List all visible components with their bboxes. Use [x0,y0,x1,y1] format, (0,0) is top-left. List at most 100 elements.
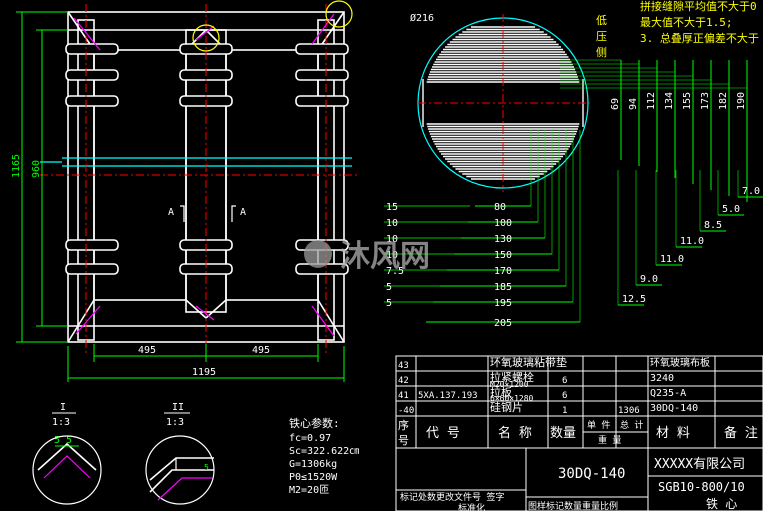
vdim-6: 182 [718,92,729,110]
stack-height-1: 10 [386,218,398,229]
row-no-0: 43 [398,361,409,371]
vdim-2: 112 [646,92,657,110]
watermark-logo-icon [304,240,332,268]
step-dim-1: 5.0 [722,204,740,215]
stack-height-6: 5 [386,298,392,309]
hdr-qty: 数量 [550,426,576,441]
row-material-1: 3240 [650,373,674,384]
parts-table [395,355,763,449]
side-label-3: 侧 [596,46,607,59]
width-dim-3: 150 [494,250,512,261]
vdim-3: 134 [664,92,675,110]
width-dim-0: 80 [494,202,506,213]
row-name-1: 拉紧螺栓 [490,370,534,384]
width-dim-5: 185 [494,282,512,293]
stack-height-3: 10 [386,250,398,261]
detail-2-label: II [172,402,184,413]
section-mark-right: A [240,207,246,218]
stack-height-5: 5 [386,282,392,293]
param-line-2: G=1306kg [289,459,337,470]
tie-bars [40,157,352,167]
parts-table-header: 序 号 代 号 名 称 数量 单 件 总 计 重 量 材 料 备 注 [398,418,758,447]
detail-I: I 1:3 5 5 [32,402,102,505]
side-label-2: 压 [596,30,607,43]
technical-notes: 拼接缝隙平均值不大于0 最大值不大于1.5; 3. 总叠厚正偏差不大于 [640,0,759,45]
part-name: 铁 心 [706,497,737,511]
param-line-1: Sc=322.622㎝ [289,446,359,457]
row-qty-3: 1 [562,406,567,416]
row-no-1: 42 [398,376,409,386]
sub-label-42: M20×1200 [490,380,529,389]
detail-marker-circle-1 [192,24,220,52]
hdr-material: 材 料 [656,426,690,441]
model-number: SGB10-800/10 [658,480,745,494]
section-markers [180,205,236,222]
row-qty-2: 6 [562,391,567,401]
row-no-3: -40 [398,406,414,416]
left-dimensions [16,11,345,382]
material-spec: 30DQ-140 [558,466,625,482]
row-name-3: 硅钢片 [490,401,523,414]
diameter-label: Ø216 [410,12,434,24]
step-dim-5: 9.0 [640,274,658,285]
param-line-3: P0≤1520W [289,472,338,483]
hdr-code: 代 号 [426,426,460,441]
clamp-bars [65,43,349,275]
hdr-remark: 备 注 [724,425,758,441]
width-dim-2: 130 [494,234,512,245]
detail-1-scale: 1:3 [52,417,70,428]
width-dim-7: 205 [494,318,512,329]
hdr-no-1: 序 [398,418,409,432]
detail-II: II 1:3 5 [145,402,215,505]
dim-495-right: 495 [252,345,270,356]
title-block [395,447,763,511]
row-name-0: 环氧玻璃粘带垫 [490,355,567,369]
step-dim-0: 7.0 [742,186,760,197]
dim-1165: 1165 [11,154,22,178]
note-line-2: 3. 总叠厚正偏差不大于 [640,31,759,45]
dim-495-left: 495 [138,345,156,356]
row-material-2: Q235-A [650,388,686,399]
step-dimensions: 7.05.08.511.011.09.012.5 [617,170,763,306]
vdim-7: 190 [736,92,747,110]
vdim-1: 94 [628,98,639,110]
hdr-total: 总 计 [620,419,643,431]
vdim-5: 173 [700,92,711,110]
row-name-2: 拉板 [490,385,512,399]
note-line-0: 拼接缝隙平均值不大于0 [640,0,757,13]
footer-3: 图样标记数量重量比例 [528,500,618,511]
stack-height-2: 10 [386,234,398,245]
vdim-4: 155 [682,92,693,110]
dim-1195: 1195 [192,367,216,378]
width-dim-6: 195 [494,298,512,309]
sub-label-41: 6×60×1280 [490,394,534,403]
detail-2-dim: 5 [204,463,209,472]
watermark: 沐风网 [304,239,430,274]
step-dim-4: 11.0 [660,254,684,265]
param-line-4: M2=20匝 [289,484,329,496]
detail-1-dim: 5 5 [54,435,72,446]
detail-marker-circle-2 [325,0,353,28]
detail-2-scale: 1:3 [166,417,184,428]
row-no-2: 41 [398,391,409,401]
parts-table-rows: 43 环氧玻璃粘带垫 环氧玻璃布板 42 拉紧螺栓 6 3240 41 5XA.137.193 拉… [398,355,710,416]
row-material-0: 环氧玻璃布板 [650,356,710,369]
section-mark-left: A [168,207,174,218]
step-dim-3: 11.0 [680,236,704,247]
hdr-unit: 单 件 [587,419,610,431]
parameters-title: 铁心参数: [289,416,340,430]
step-dim-6: 12.5 [622,294,646,305]
step-dim-2: 8.5 [704,220,722,231]
hdr-weight: 重 量 [598,434,621,446]
width-dim-1: 100 [494,218,512,229]
row-code-2: 5XA.137.193 [418,391,478,401]
note-line-1: 最大值不大于1.5; [640,15,733,29]
footer-2: 标准化 [458,502,485,511]
watermark-text: 沐风网 [340,239,430,274]
corner-hatch [73,13,335,337]
center-lines [40,4,360,356]
param-line-0: fc=0.97 [289,433,331,444]
